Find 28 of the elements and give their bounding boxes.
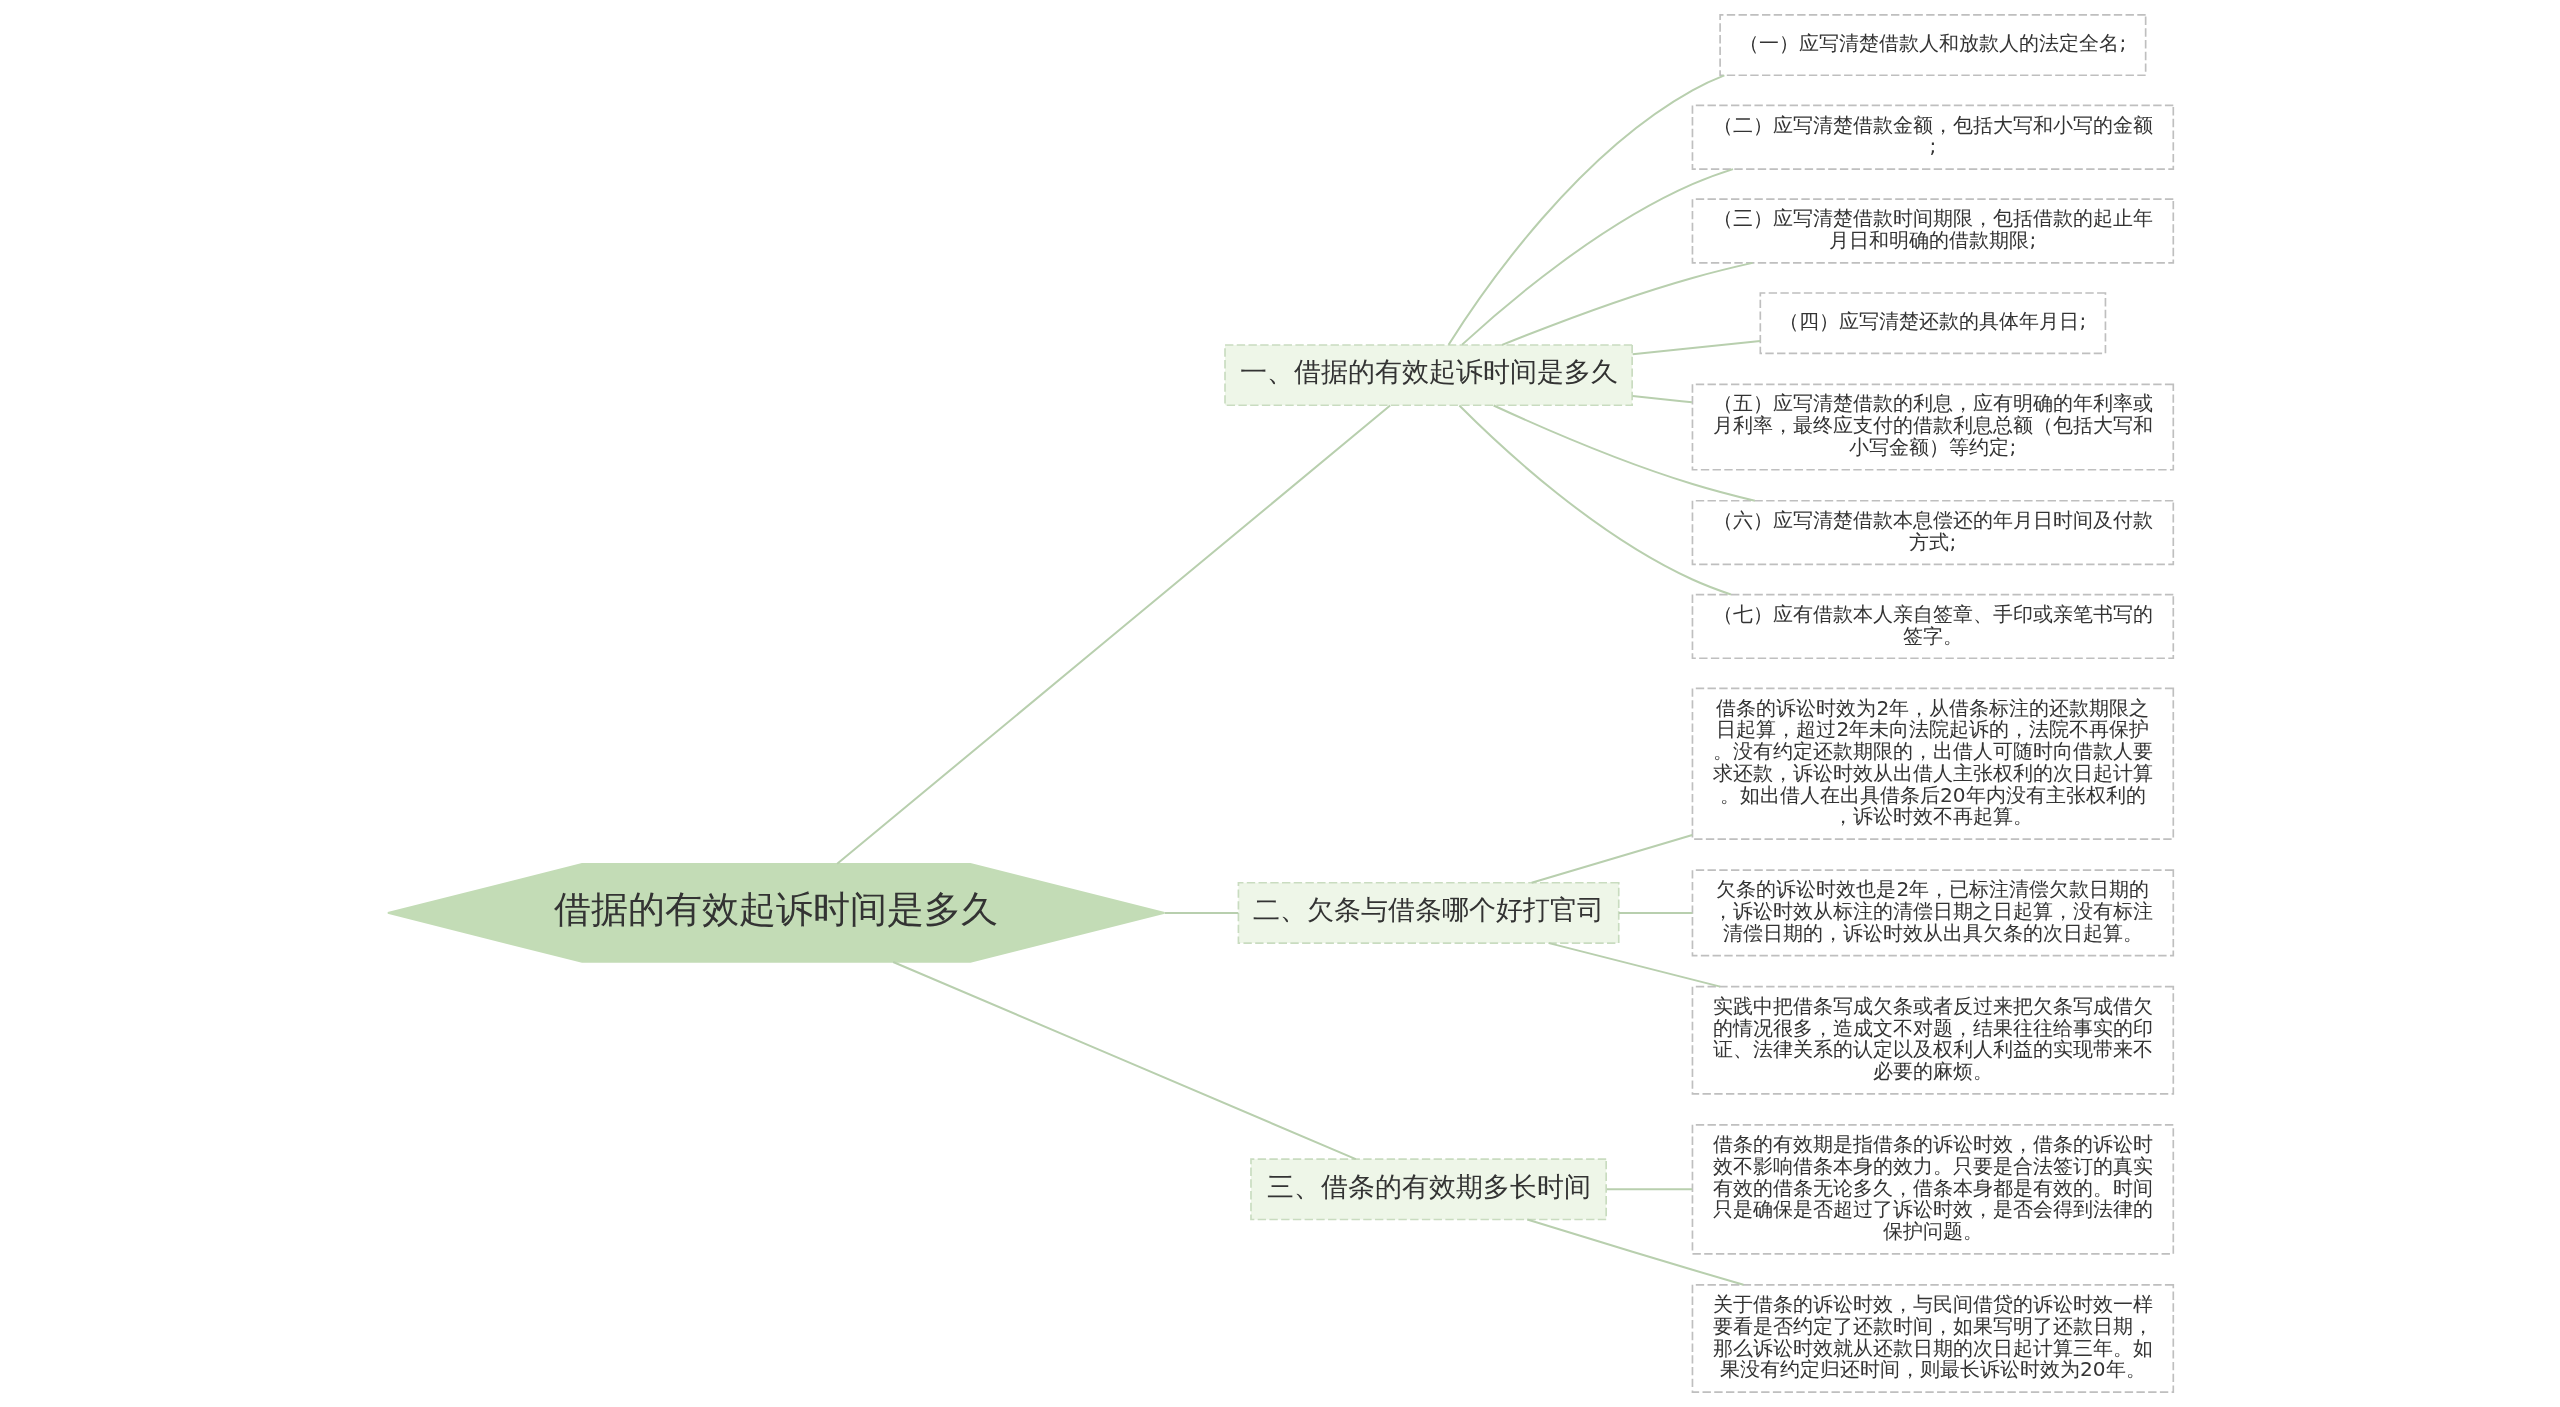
connector (1631, 395, 1692, 404)
node-box: （三）应写清楚借款时间期限，包括借款的起止年月日和明确的借款期限; (1691, 198, 2174, 264)
connector (1618, 911, 1692, 914)
node-box: （七）应有借款本人亲自签章、手印或亲笔书写的签字。 (1691, 593, 2174, 660)
connector (1606, 1188, 1692, 1191)
node-box: 关于借条的诉讼时效，与民间借贷的诉讼时效一样要看是否约定了还款时间，如果写明了还款日期，那么诉讼时效就从还款日期的次日起计算三年。如果没有约定归还时间，则最长诉讼时效为20年。 (1691, 1284, 2174, 1393)
node-box: （二）应写清楚借款金额，包括大写和小写的金额; (1691, 104, 2174, 170)
connector (1458, 404, 1731, 596)
node-box: 实践中把借条写成欠条或者反过来把欠条写成借欠的情况很多，造成文不对题，结果往往给事实的印证、法律关系的认定以及权利人利益的实现带来不必要的麻烦。 (1691, 985, 2174, 1095)
node-box: 借条的有效期是指借条的诉讼时效，借条的诉讼时效不影响借条本身的效力。只要是合法签订的真实有效的借条无论多久，借条本身都是有效的。时间只是确保是否超过了诉讼时效，是否会得到法律的保护问题。 (1691, 1124, 2174, 1255)
node-box: （五）应写清楚借款的利息，应有明确的年利率或月利率，最终应支付的借款利息总额（包括大写和小写金额）等约定; (1691, 383, 2174, 471)
node-box: （一）应写清楚借款人和放款人的法定全名; (1718, 14, 2146, 77)
connector (1631, 339, 1760, 356)
node-box: 欠条的诉讼时效也是2年，已标注清偿欠款日期的，诉讼时效从标注的清偿日期之日起算，没有标注清偿日期的，诉讼时效从出具欠条的次日起算。 (1691, 869, 2174, 957)
connector (1164, 911, 1238, 914)
connector (1530, 833, 1693, 884)
node-box: 二、欠条与借条哪个好打官司 (1237, 881, 1620, 944)
node-box: 三、借条的有效期多长时间 (1249, 1158, 1607, 1221)
node-box: （六）应写清楚借款本息偿还的年月日时间及付款方式; (1691, 499, 2174, 566)
connector (1548, 942, 1720, 988)
connector (836, 404, 1391, 865)
connector (892, 961, 1356, 1160)
connector (1501, 261, 1753, 346)
node-box: 借条的诉讼时效为2年，从借条标注的还款期限之日起算，超过2年未向法院起诉的，法院不再保护。没有约定还款期限的，出借人可随时向借款人要求还款，诉讼时效从出借人主张权利的次日起计算。如出借人在出具借条后20年内没有主张权利的，诉讼时效不再起算。 (1691, 687, 2174, 841)
node-box: （四）应写清楚还款的具体年月日; (1758, 292, 2106, 355)
connector (1492, 404, 1755, 502)
node-box: 一、借据的有效起诉时间是多久 (1223, 344, 1633, 407)
connector (1447, 74, 1725, 346)
